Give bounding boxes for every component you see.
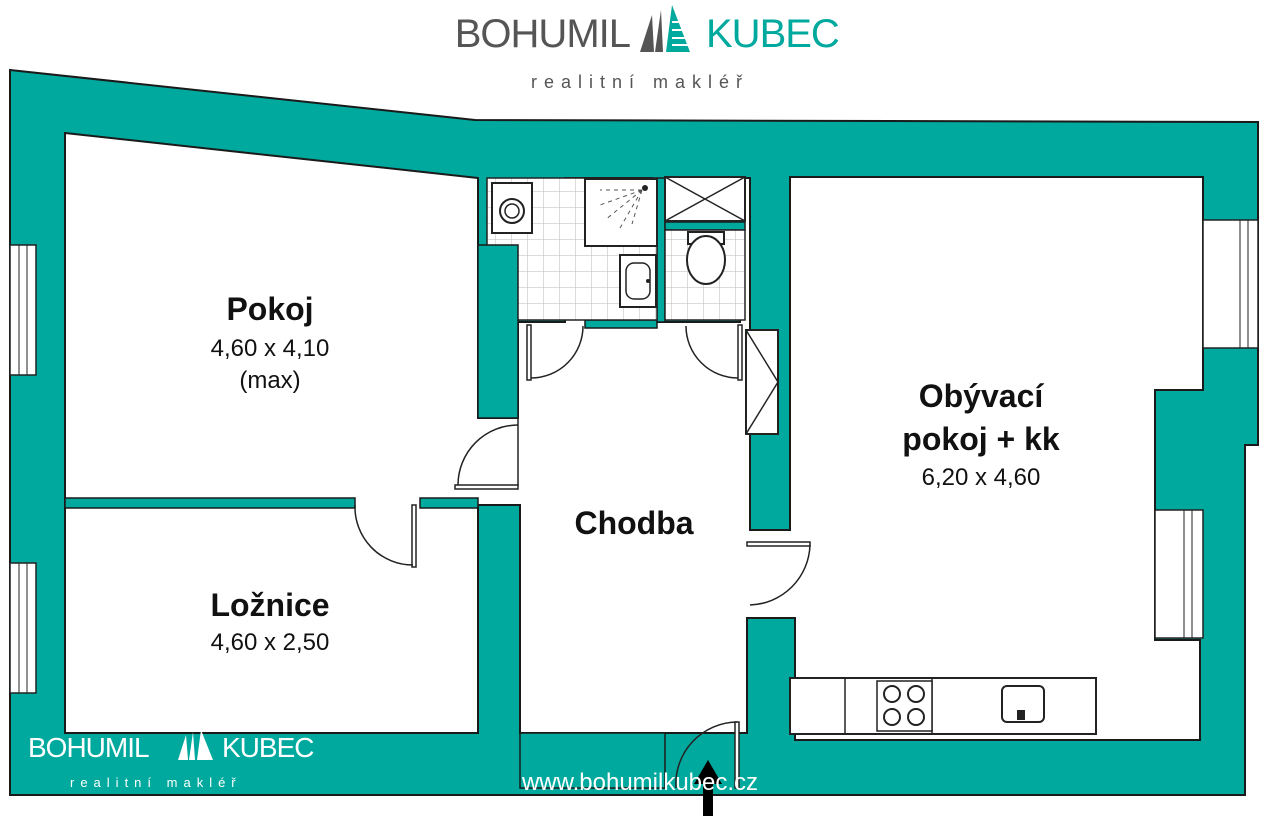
wall-pokoj-loznice xyxy=(64,497,356,509)
logo-building-icon xyxy=(640,5,691,52)
brand-header: BOHUMIL KUBEC realitní makléř xyxy=(455,5,840,92)
room-dimensions-pokoj: 4,60 x 4,10 xyxy=(211,335,330,362)
room-name-obyvaci-line1: Obývací xyxy=(919,378,1045,414)
logo-building-icon xyxy=(178,730,213,760)
washing-machine-icon xyxy=(491,182,533,234)
wall-bottom-left xyxy=(519,732,666,789)
brand-name-right: KUBEC xyxy=(706,12,839,56)
wall-bath-left xyxy=(477,244,519,419)
door-icon xyxy=(354,324,811,789)
window-icon xyxy=(9,219,1259,694)
watermark-name-left: BOHUMIL xyxy=(28,732,149,763)
brand-name-left: BOHUMIL xyxy=(455,12,630,56)
shower-icon xyxy=(584,178,658,247)
watermark-name-right: KUBEC xyxy=(222,732,314,763)
sink-icon xyxy=(619,254,657,308)
brand-watermark: BOHUMIL KUBEC realitní makléř xyxy=(28,730,315,790)
wall-bath-wc xyxy=(656,177,666,323)
room-dimensions-loznice: 4,60 x 2,50 xyxy=(211,629,330,656)
wall-chodba-bath xyxy=(584,319,658,329)
entrance-arrow-icon xyxy=(694,760,722,816)
storage-box-icon xyxy=(664,176,746,222)
wardrobe-icon xyxy=(745,329,779,435)
kitchen-counter xyxy=(789,677,1097,735)
brand-tagline: realitní makléř xyxy=(531,72,749,92)
room-name-chodba: Chodba xyxy=(574,505,693,541)
website-url: www.bohumilkubec.cz xyxy=(521,769,758,796)
room-name-obyvaci-line2: pokoj + kk xyxy=(902,421,1060,457)
walls xyxy=(9,68,1259,796)
wall-pokoj-loznice-right xyxy=(419,497,479,509)
room-name-loznice: Ložnice xyxy=(210,587,329,623)
bathroom-floor xyxy=(477,177,746,419)
watermark-tagline: realitní makléř xyxy=(70,775,242,790)
stove-icon xyxy=(876,680,933,732)
toilet-icon xyxy=(686,231,726,285)
room-dimensions-obyvaci: 6,20 x 4,60 xyxy=(922,464,1041,491)
wall-wc-top xyxy=(664,221,746,231)
kitchen-sink-icon xyxy=(1001,685,1045,723)
room-note-pokoj: (max) xyxy=(239,367,300,394)
room-name-pokoj: Pokoj xyxy=(226,291,313,327)
